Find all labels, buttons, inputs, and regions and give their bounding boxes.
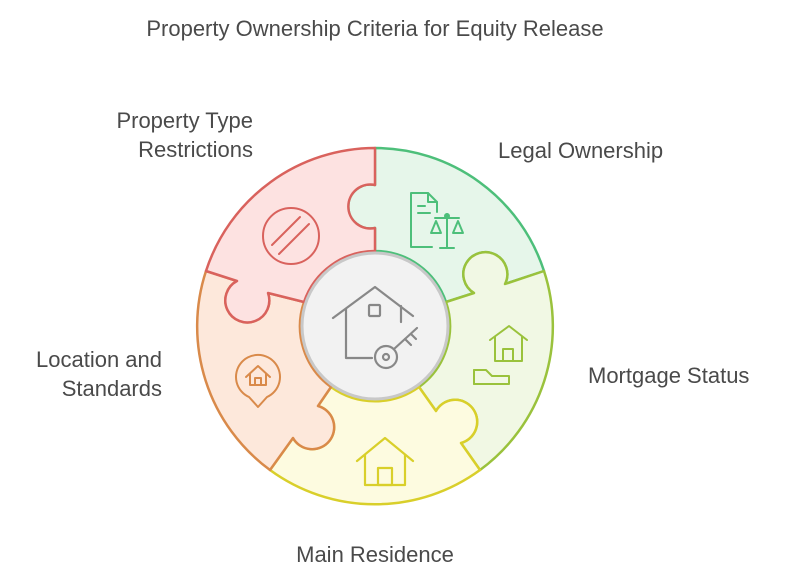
diagram-title: Property Ownership Criteria for Equity R… xyxy=(146,16,604,41)
label-line-1: Property Type xyxy=(116,108,253,133)
label-property-type-restrictions: Property Type Restrictions xyxy=(116,106,253,164)
label-main-residence: Main Residence xyxy=(296,542,454,567)
label-line-1: Location and xyxy=(36,347,162,372)
label-mortgage-status: Mortgage Status xyxy=(588,363,750,388)
label-legal-ownership: Legal Ownership xyxy=(498,138,664,163)
document-scales-icon xyxy=(410,192,464,249)
house-icon xyxy=(355,436,415,487)
location-pin-house-icon xyxy=(235,354,281,408)
segment-property-type-restrictions xyxy=(204,146,377,324)
label-line-2: Restrictions xyxy=(138,137,253,162)
center-circle xyxy=(300,251,450,401)
house-key-icon xyxy=(331,285,419,370)
label-location-standards: Location and Standards xyxy=(36,345,162,403)
label-line-2: Standards xyxy=(61,376,162,401)
house-hand-icon xyxy=(473,325,528,385)
prohibited-icon xyxy=(262,207,320,265)
